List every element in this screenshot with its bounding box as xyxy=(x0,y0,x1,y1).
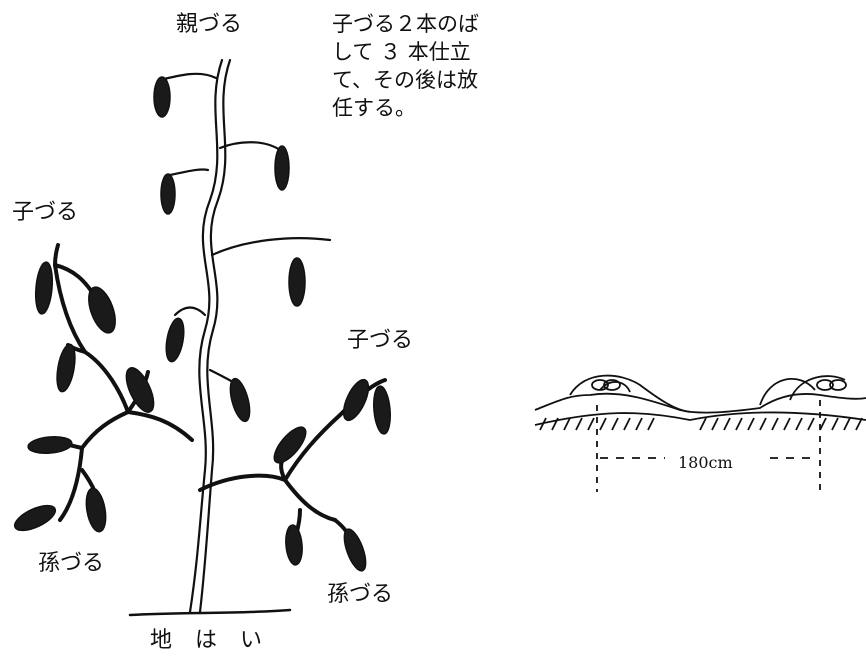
ridge-distance-label: 180cm xyxy=(678,453,733,472)
main-vine-label: 親づる xyxy=(176,12,243,37)
ridge-cross-section xyxy=(534,374,866,492)
lateral-vine-left-label: 子づる xyxy=(12,200,79,225)
ground-note-label: 地 は い xyxy=(150,628,270,653)
training-note-line: して ３ 本仕立 xyxy=(332,40,471,64)
sub-lateral-right-label: 孫づる xyxy=(327,582,394,607)
sub-lateral-left-label: 孫づる xyxy=(38,551,105,576)
lateral-vine-right-label: 子づる xyxy=(347,328,414,353)
ground-line xyxy=(128,608,292,617)
training-note-line: て、その後は放 xyxy=(332,68,478,92)
training-note-line: 任する。 xyxy=(332,96,416,120)
main-vine xyxy=(188,58,232,614)
training-note-line: 子づる２本のば xyxy=(332,12,479,36)
training-note: 子づる２本のば して ３ 本仕立 て、その後は放 任する。 xyxy=(332,10,532,122)
